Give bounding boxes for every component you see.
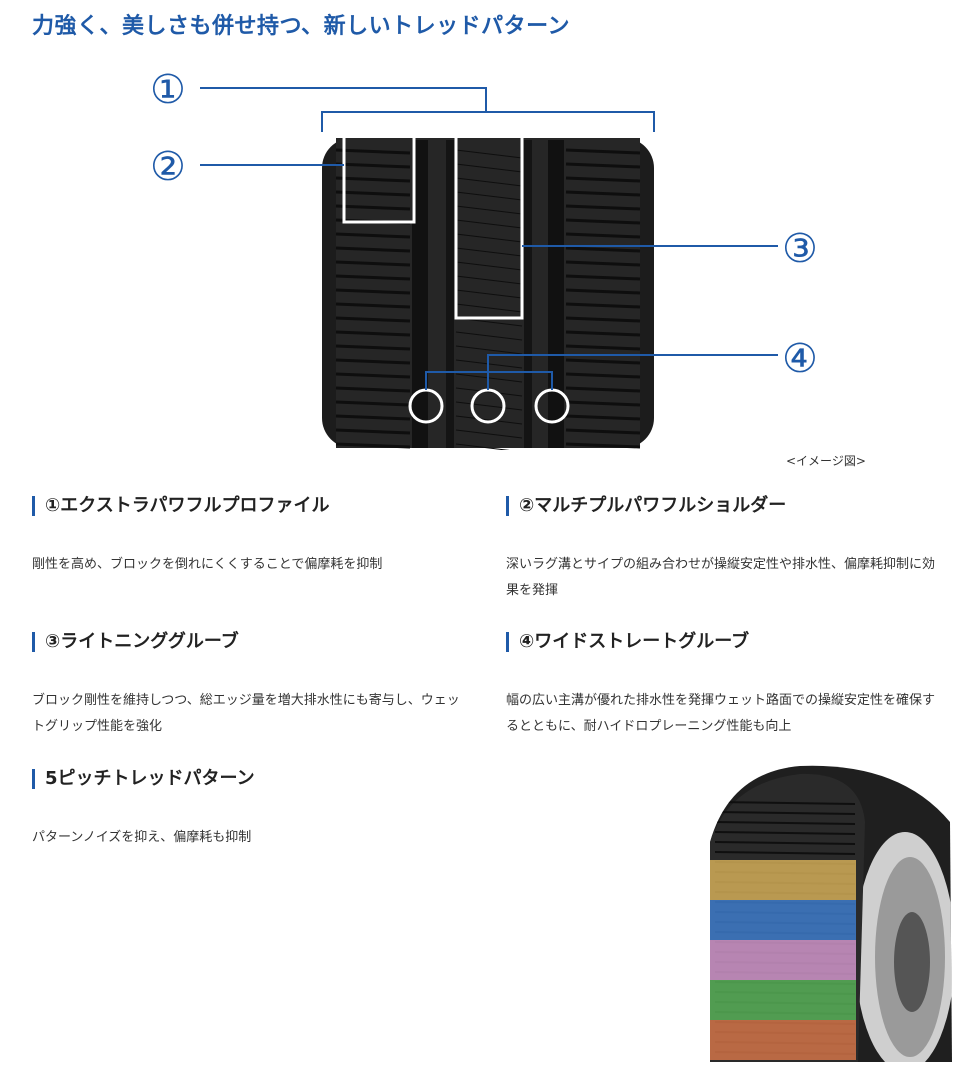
feature-5-pitch-tread: 5ピッチトレッドパターン パターンノイズを抑え、偏摩耗も抑制: [32, 769, 472, 851]
page-title: 力強く、美しさも併せ持つ、新しいトレッドパターン: [32, 14, 571, 39]
image-caption: <イメージ図>: [786, 454, 866, 468]
feature-body: 剛性を高め、ブロックを倒れにくくすることで偏摩耗を抑制: [32, 557, 383, 572]
five-pitch-tire-image: [710, 765, 952, 1062]
callout-3: ③: [782, 226, 818, 272]
tread-pattern-diagram: ① ② ③ ④: [150, 67, 818, 450]
feature-multiple-powerful-shoulder: ②マルチプルパワフルショルダー 深いラグ溝とサイプの組み合わせが操縦安定性や排水…: [506, 496, 946, 604]
feature-heading: 5ピッチトレッドパターン: [32, 769, 472, 789]
feature-body: 深いラグ溝とサイプの組み合わせが操縦安定性や排水性、偏摩耗抑制に効果を発揮: [506, 557, 936, 598]
feature-heading: ④ワイドストレートグルーブ: [506, 632, 946, 652]
feature-heading: ③ライトニンググルーブ: [32, 632, 472, 652]
callout-1: ①: [150, 67, 186, 113]
pitch-band-5: [710, 1020, 856, 1060]
feature-heading: ②マルチプルパワフルショルダー: [506, 496, 946, 516]
feature-heading: ①エクストラパワフルプロファイル: [32, 496, 472, 516]
feature-extra-powerful-profile: ①エクストラパワフルプロファイル 剛性を高め、ブロックを倒れにくくすることで偏摩…: [32, 496, 472, 578]
feature-body: パターンノイズを抑え、偏摩耗も抑制: [32, 830, 252, 845]
callout-4: ④: [782, 336, 818, 382]
feature-lightning-groove: ③ライトニンググルーブ ブロック剛性を維持しつつ、総エッジ量を増大排水性にも寄与…: [32, 632, 472, 740]
callout-2: ②: [150, 144, 186, 190]
feature-body: ブロック剛性を維持しつつ、総エッジ量を増大排水性にも寄与し、ウェットグリップ性能…: [32, 693, 460, 734]
pitch-band-2: [710, 900, 856, 940]
pitch-band-1: [710, 860, 856, 900]
pitch-band-3: [710, 940, 856, 980]
pitch-band-4: [710, 980, 856, 1020]
feature-body: 幅の広い主溝が優れた排水性を発揮ウェット路面での操縦安定性を確保するとともに、耐…: [506, 693, 936, 734]
feature-wide-straight-groove: ④ワイドストレートグルーブ 幅の広い主溝が優れた排水性を発揮ウェット路面での操縦…: [506, 632, 946, 740]
